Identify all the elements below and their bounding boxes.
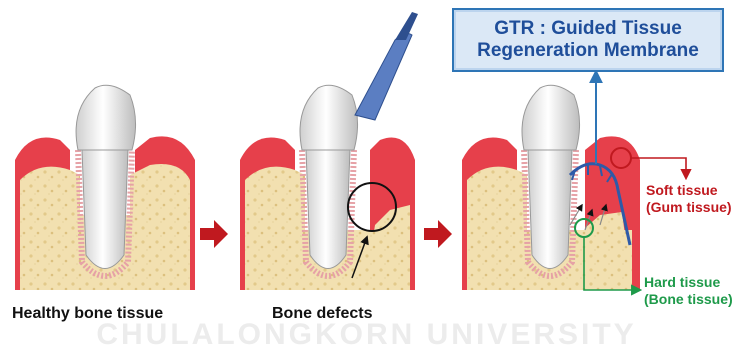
soft-tissue-label: Soft tissue (Gum tissue) <box>646 182 732 216</box>
soft-tissue-line1: Soft tissue <box>646 182 732 199</box>
gtr-title-line2: Regeneration Membrane <box>477 40 699 62</box>
tooth <box>306 150 350 269</box>
gtr-title-line1: GTR : Guided Tissue <box>494 18 682 40</box>
transition-arrow-2 <box>424 220 452 248</box>
tooth <box>82 150 128 269</box>
soft-tissue-line2: (Gum tissue) <box>646 199 732 216</box>
tooth <box>528 150 572 269</box>
panel-healthy <box>15 85 195 290</box>
surgical-instrument <box>355 12 418 120</box>
tooth-crown <box>76 85 135 150</box>
panel-bone-defect <box>240 12 418 290</box>
hard-tissue-label: Hard tissue (Bone tissue) <box>644 274 733 308</box>
gtr-title-box: GTR : Guided Tissue Regeneration Membran… <box>452 8 724 72</box>
watermark: CHULALONGKORN UNIVERSITY <box>0 318 733 352</box>
hard-tissue-line2: (Bone tissue) <box>644 291 733 308</box>
hard-tissue-line1: Hard tissue <box>644 274 733 291</box>
panel-gtr <box>462 72 686 290</box>
transition-arrow-1 <box>200 220 228 248</box>
